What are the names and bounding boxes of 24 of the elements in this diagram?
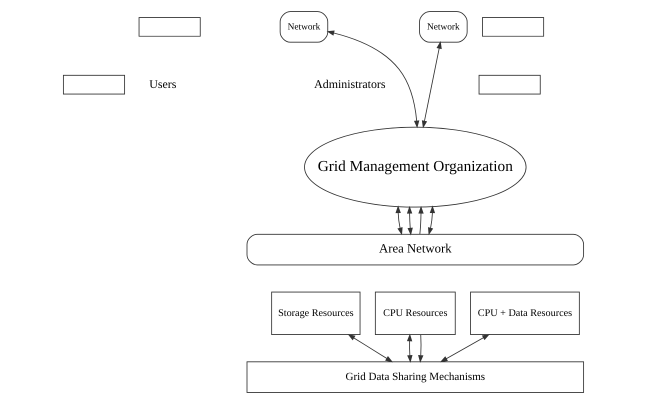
arrow — [406, 206, 413, 236]
arrow — [418, 334, 424, 363]
arrow — [326, 30, 420, 128]
arrow — [406, 334, 412, 363]
arrow — [422, 41, 442, 128]
node-box: Network — [419, 11, 468, 43]
node-box — [482, 17, 544, 37]
label: Users — [149, 76, 176, 91]
arrow — [418, 206, 424, 235]
node-box — [138, 17, 201, 37]
node-box: Area Network — [246, 234, 584, 266]
node-box: CPU Resources — [374, 292, 456, 336]
node-ellipse: Grid Management Organization — [304, 126, 527, 208]
arrow — [428, 205, 436, 236]
label: Administrators — [314, 76, 386, 91]
node-box: Network — [280, 11, 328, 43]
node-box: Grid Data Sharing Mechanisms — [246, 361, 584, 393]
arrow — [440, 334, 490, 362]
node-box: Storage Resources — [271, 292, 360, 336]
node-box: CPU + Data Resources — [470, 292, 580, 336]
node-box — [478, 74, 541, 94]
arrow — [348, 334, 394, 362]
arrow — [396, 205, 403, 236]
node-box — [62, 74, 126, 94]
